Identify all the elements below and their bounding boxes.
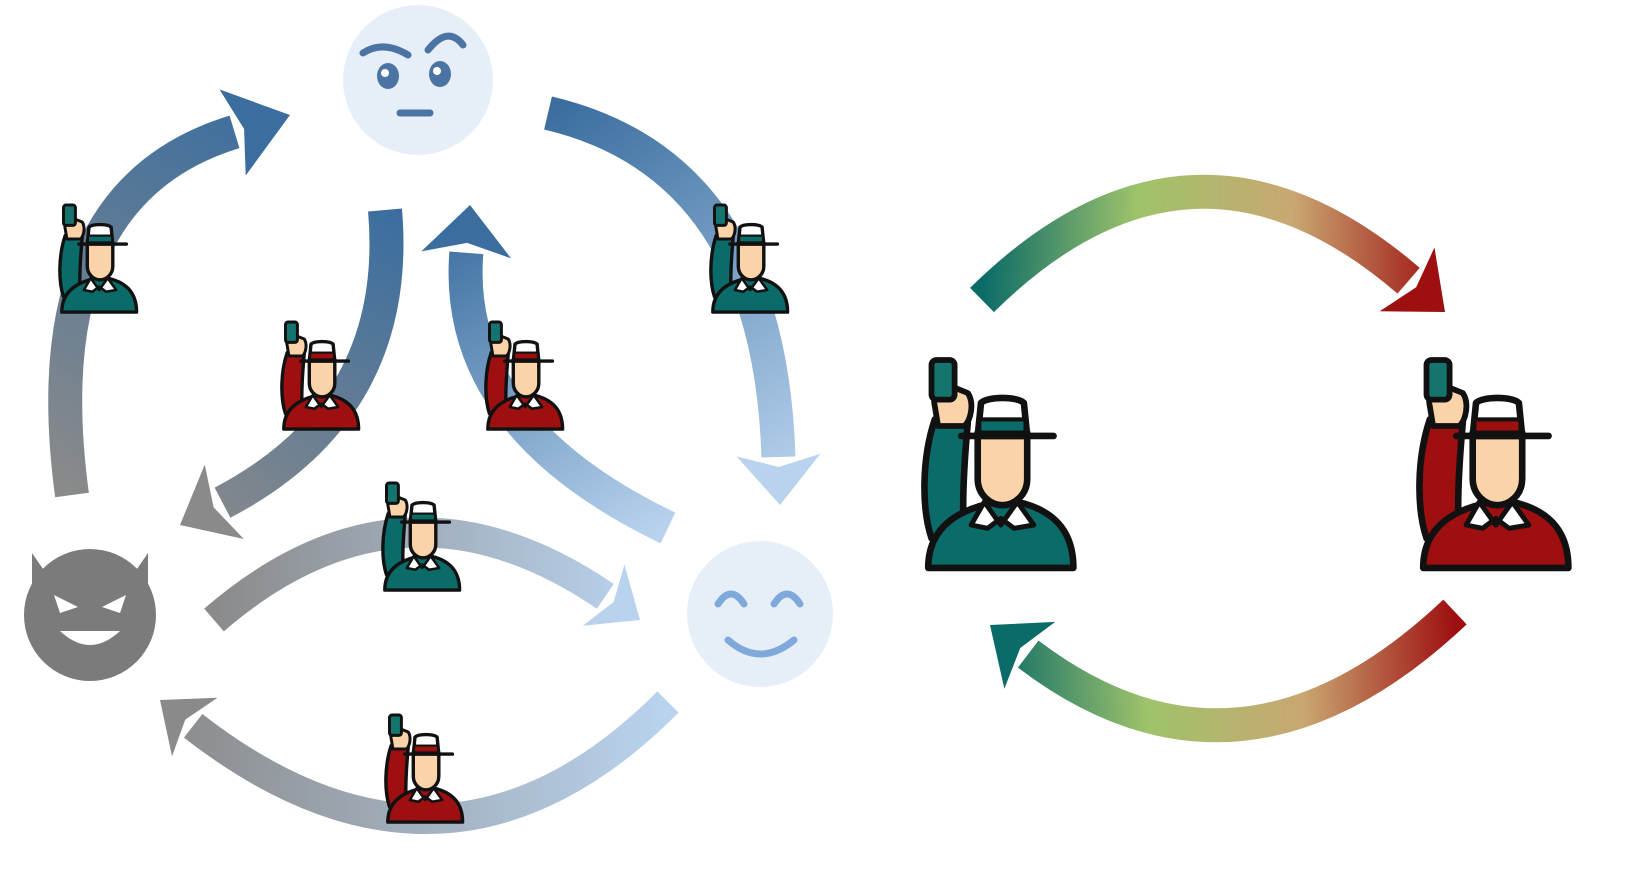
arrow-devil-to-suspicious-head [219,89,290,176]
arrow-red-to-teal [990,599,1467,743]
arrow-teal-to-red-head [1379,247,1445,312]
agent-teal-icon [709,203,790,314]
agent-red-icon [1419,360,1568,568]
arrow-suspicious-to-smiling-head [736,453,821,505]
arrow-red-to-teal-shaft [1017,599,1467,743]
arrow-red-to-teal-head [990,621,1056,689]
smiling-face-icon [687,541,833,687]
agent-teal-icon [924,360,1073,568]
arrow-teal-to-red [970,174,1445,313]
agent-red-icon [384,713,465,824]
arrow-smiling-to-suspicious [421,205,676,544]
arrow-suspicious-to-devil-head [180,464,244,539]
arrow-devil-to-smiling [204,517,640,632]
arrow-teal-to-red-shaft [970,174,1420,313]
arrow-devil-to-smiling-shaft [204,517,614,632]
arrow-smiling-to-devil-head [160,697,218,757]
arrow-suspicious-to-devil [180,208,404,539]
arrow-devil-to-smiling-head [582,564,640,626]
suspicious-face-icon [343,5,493,155]
agent-red-icon [484,320,565,431]
devil-face-icon [24,549,156,681]
arrow-smiling-to-suspicious-head [421,205,512,259]
arrow-suspicious-to-devil-shaft [214,208,404,518]
